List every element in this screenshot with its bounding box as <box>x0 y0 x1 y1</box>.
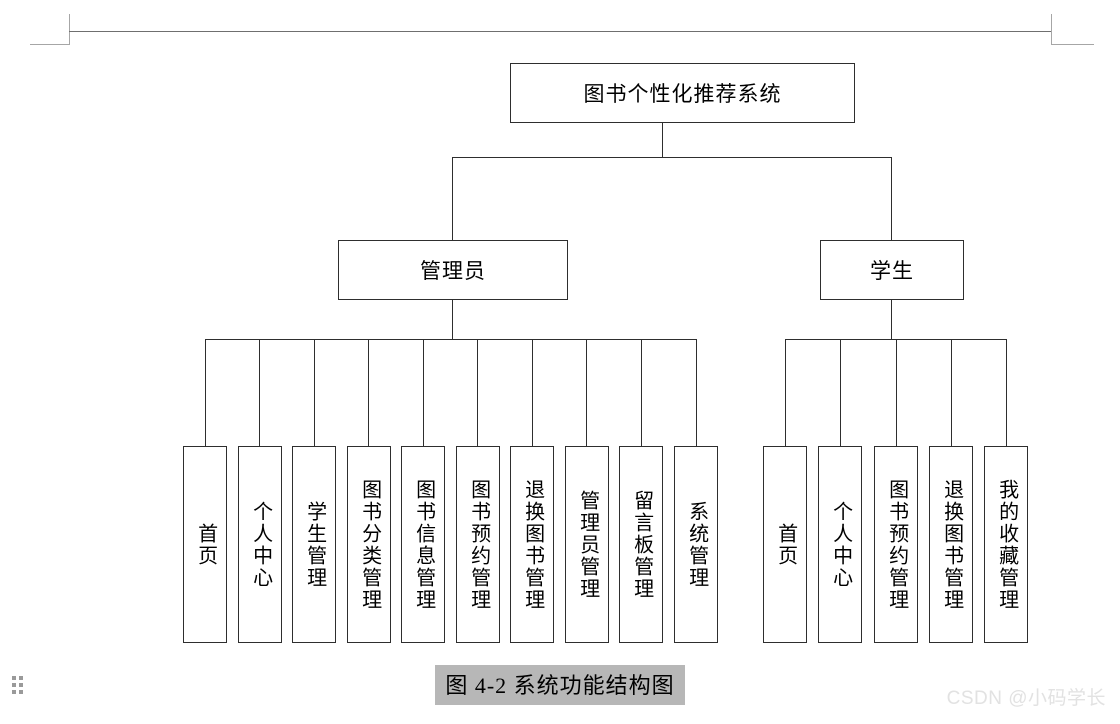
grip-dot <box>12 683 16 687</box>
node-leaf-student-home[interactable]: 首页 <box>763 446 807 643</box>
connector-student-child-3 <box>951 339 952 446</box>
connector-admin-child-3 <box>368 339 369 446</box>
connector-student-child-0 <box>785 339 786 446</box>
node-leaf-admin-personal-center-label: 个人中心 <box>249 500 272 589</box>
connector-admin-child-2 <box>314 339 315 446</box>
connector-student-child-bus <box>785 339 1006 340</box>
node-leaf-student-book-reservation-management-label: 图书预约管理 <box>885 478 908 611</box>
connector-student-child-4 <box>1006 339 1007 446</box>
connector-admin-child-4 <box>423 339 424 446</box>
node-leaf-student-personal-center[interactable]: 个人中心 <box>818 446 862 643</box>
node-branch-admin[interactable]: 管理员 <box>338 240 568 300</box>
node-leaf-admin-home-label: 首页 <box>194 522 217 567</box>
page-top-edge-line <box>69 31 1052 32</box>
grip-dot <box>12 690 16 694</box>
connector-admin-child-6 <box>532 339 533 446</box>
node-leaf-admin-administrator-management[interactable]: 管理员管理 <box>565 446 609 643</box>
watermark: CSDN @小码学长 <box>946 688 1106 709</box>
node-leaf-admin-system-management-label: 系统管理 <box>685 500 708 589</box>
node-leaf-student-book-return-exchange-management[interactable]: 退换图书管理 <box>929 446 973 643</box>
node-branch-student[interactable]: 学生 <box>820 240 964 300</box>
node-root-label: 图书个性化推荐系统 <box>583 82 782 106</box>
grip-dot <box>12 676 16 680</box>
node-leaf-admin-book-info-management[interactable]: 图书信息管理 <box>401 446 445 643</box>
connector-admin-child-9 <box>696 339 697 446</box>
connector-student-child-1 <box>840 339 841 446</box>
connector-admin-child-7 <box>586 339 587 446</box>
connector-student-drop <box>891 300 892 339</box>
node-leaf-admin-book-info-management-label: 图书信息管理 <box>412 478 435 611</box>
node-leaf-admin-book-category-management-label: 图书分类管理 <box>358 478 381 611</box>
connector-admin-child-0 <box>205 339 206 446</box>
node-leaf-admin-personal-center[interactable]: 个人中心 <box>238 446 282 643</box>
node-leaf-student-book-reservation-management[interactable]: 图书预约管理 <box>874 446 918 643</box>
connector-level2-bus <box>452 157 892 158</box>
connector-student-riser <box>891 157 892 240</box>
node-leaf-admin-system-management[interactable]: 系统管理 <box>674 446 718 643</box>
figure-caption: 图 4-2 系统功能结构图 <box>0 665 1120 705</box>
node-leaf-admin-home[interactable]: 首页 <box>183 446 227 643</box>
grip-dot <box>19 690 23 694</box>
node-leaf-admin-book-category-management[interactable]: 图书分类管理 <box>347 446 391 643</box>
node-leaf-admin-administrator-management-label: 管理员管理 <box>576 489 599 600</box>
node-leaf-student-my-favorites-management-label: 我的收藏管理 <box>995 478 1018 611</box>
node-leaf-admin-message-board-management-label: 留言板管理 <box>630 489 653 600</box>
connector-root-drop <box>662 123 663 157</box>
figure-caption-text[interactable]: 图 4-2 系统功能结构图 <box>435 665 685 705</box>
node-root[interactable]: 图书个性化推荐系统 <box>510 63 855 123</box>
node-leaf-admin-message-board-management[interactable]: 留言板管理 <box>619 446 663 643</box>
node-branch-admin-label: 管理员 <box>420 259 486 283</box>
node-leaf-student-book-return-exchange-management-label: 退换图书管理 <box>940 478 963 611</box>
node-leaf-student-home-label: 首页 <box>774 522 797 567</box>
connector-admin-child-1 <box>259 339 260 446</box>
node-leaf-admin-student-management[interactable]: 学生管理 <box>292 446 336 643</box>
node-leaf-student-my-favorites-management[interactable]: 我的收藏管理 <box>984 446 1028 643</box>
node-leaf-admin-book-return-exchange-management[interactable]: 退换图书管理 <box>510 446 554 643</box>
drag-grip-icon[interactable] <box>12 676 23 694</box>
connector-admin-child-bus <box>205 339 696 340</box>
node-leaf-admin-book-reservation-management[interactable]: 图书预约管理 <box>456 446 500 643</box>
node-leaf-admin-student-management-label: 学生管理 <box>303 500 326 589</box>
node-leaf-admin-book-reservation-management-label: 图书预约管理 <box>467 478 490 611</box>
connector-admin-child-8 <box>641 339 642 446</box>
system-function-structure-diagram: 图书个性化推荐系统 管理员 学生 <box>183 63 1028 643</box>
node-leaf-admin-book-return-exchange-management-label: 退换图书管理 <box>521 478 544 611</box>
connector-admin-child-5 <box>477 339 478 446</box>
grip-dot <box>19 676 23 680</box>
grip-dot <box>19 683 23 687</box>
node-branch-student-label: 学生 <box>870 259 914 283</box>
connector-admin-drop <box>452 300 453 339</box>
connector-admin-riser <box>452 157 453 240</box>
node-leaf-student-personal-center-label: 个人中心 <box>829 500 852 589</box>
connector-student-child-2 <box>896 339 897 446</box>
